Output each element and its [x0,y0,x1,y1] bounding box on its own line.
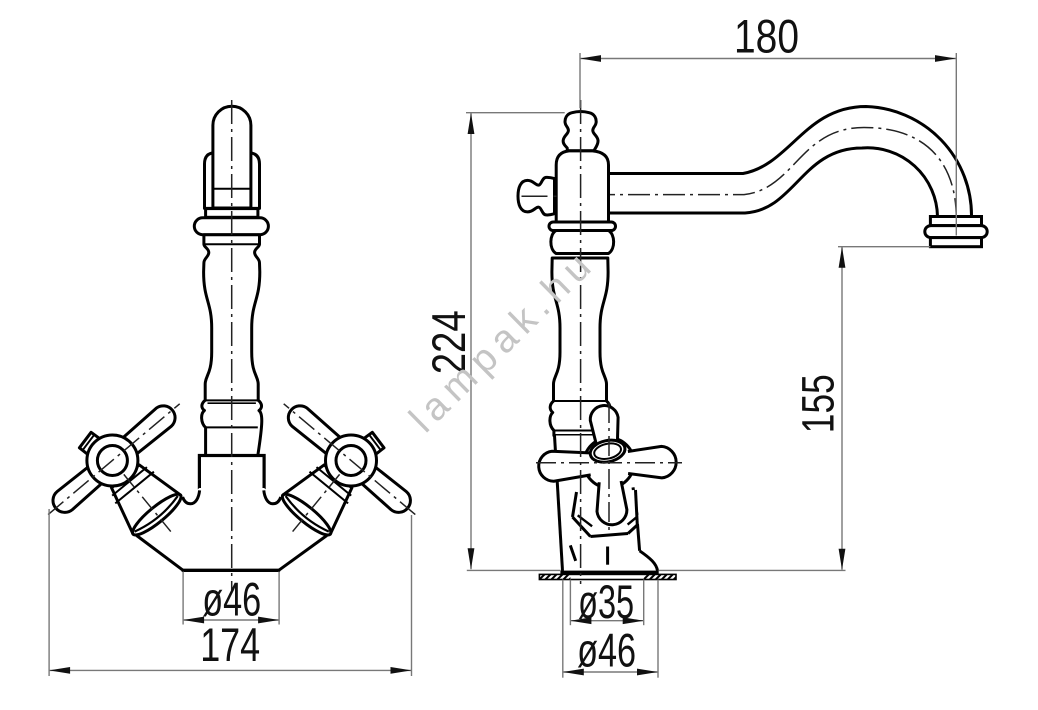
svg-text:180: 180 [734,11,799,64]
svg-text:ø46: ø46 [202,573,261,626]
svg-text:155: 155 [793,374,844,433]
svg-text:ø35: ø35 [578,576,634,629]
svg-text:224: 224 [423,310,476,374]
svg-text:174: 174 [200,619,260,672]
svg-text:ø46: ø46 [577,624,636,677]
